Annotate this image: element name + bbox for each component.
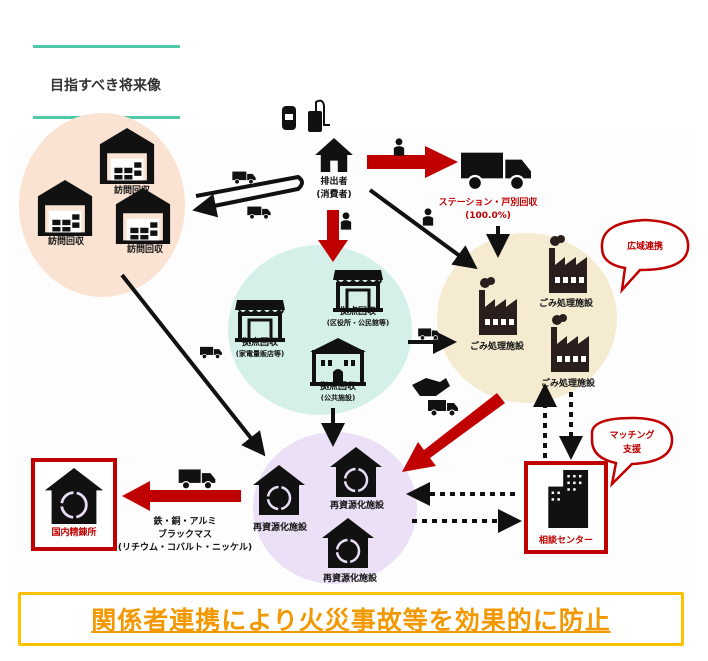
matching-label: 支援 xyxy=(622,443,642,455)
waste-facility-label: ごみ処理施設 xyxy=(470,340,525,352)
handshake-icon xyxy=(412,378,450,396)
point-collection-label: 拠点回収 xyxy=(242,336,279,348)
station-collection-label: ステーション・戸別回収 xyxy=(439,196,539,208)
arrow-discharger-to-facility xyxy=(368,188,478,270)
materials-label: (リチウム・コバルト・ニッケル) xyxy=(118,542,252,553)
point-collection-label: 拠点回収 xyxy=(340,305,377,317)
waste-facility-label: ごみ処理施設 xyxy=(541,377,596,389)
visit-collection-circle xyxy=(19,113,185,297)
discharger-label: 排出者 xyxy=(320,175,347,187)
visit-collection-label: 訪問回収 xyxy=(127,243,164,255)
header-top-line xyxy=(33,45,180,48)
point-collection-circle xyxy=(228,245,412,415)
refinery-label: 国内精錬所 xyxy=(51,526,96,538)
discharger-sub-label: (消費者) xyxy=(316,188,351,200)
arrow-visit-to-recycling xyxy=(120,273,266,457)
wide-area-label: 広域連携 xyxy=(627,240,663,252)
wide-area-bubble xyxy=(600,218,690,294)
materials-label: 鉄・銅・アルミ xyxy=(154,515,217,527)
page-title: 目指すべき将来像 xyxy=(50,78,162,94)
bottom-banner: 関係者連携により火災事故等を効果的に防止 xyxy=(18,592,684,646)
station-collection-rate: (100.0%) xyxy=(465,211,511,221)
arrow-to-station xyxy=(367,146,458,178)
visit-collection-label: 訪問回収 xyxy=(48,235,85,247)
arrow-visit-loop xyxy=(192,174,304,218)
arrow-to-point-collection xyxy=(318,210,348,262)
point-collection-sub: (公共施設) xyxy=(321,393,355,402)
matching-label: マッチング xyxy=(609,429,654,441)
recycling-facility-label: 再資源化施設 xyxy=(253,521,308,533)
consult-center-label: 相談センター xyxy=(539,534,593,546)
matching-bubble xyxy=(590,416,674,488)
point-collection-label: 拠点回収 xyxy=(320,380,357,392)
battery-icon xyxy=(282,106,296,130)
recycling-facility-label: 再資源化施設 xyxy=(323,572,378,584)
point-collection-sub: (家電量販店等) xyxy=(236,349,284,358)
point-collection-sub: (区役所・公民館等) xyxy=(327,318,389,327)
materials-label: ブラックマス xyxy=(158,528,212,540)
arrow-to-refinery xyxy=(122,481,241,511)
arrow-facility-to-recycling xyxy=(402,393,505,472)
recycling-facility-label: 再資源化施設 xyxy=(330,499,385,511)
banner-text: 関係者連携により火災事故等を効果的に防止 xyxy=(91,606,611,635)
waste-facility-label: ごみ処理施設 xyxy=(539,297,594,309)
mobile-battery-icon xyxy=(308,99,330,132)
